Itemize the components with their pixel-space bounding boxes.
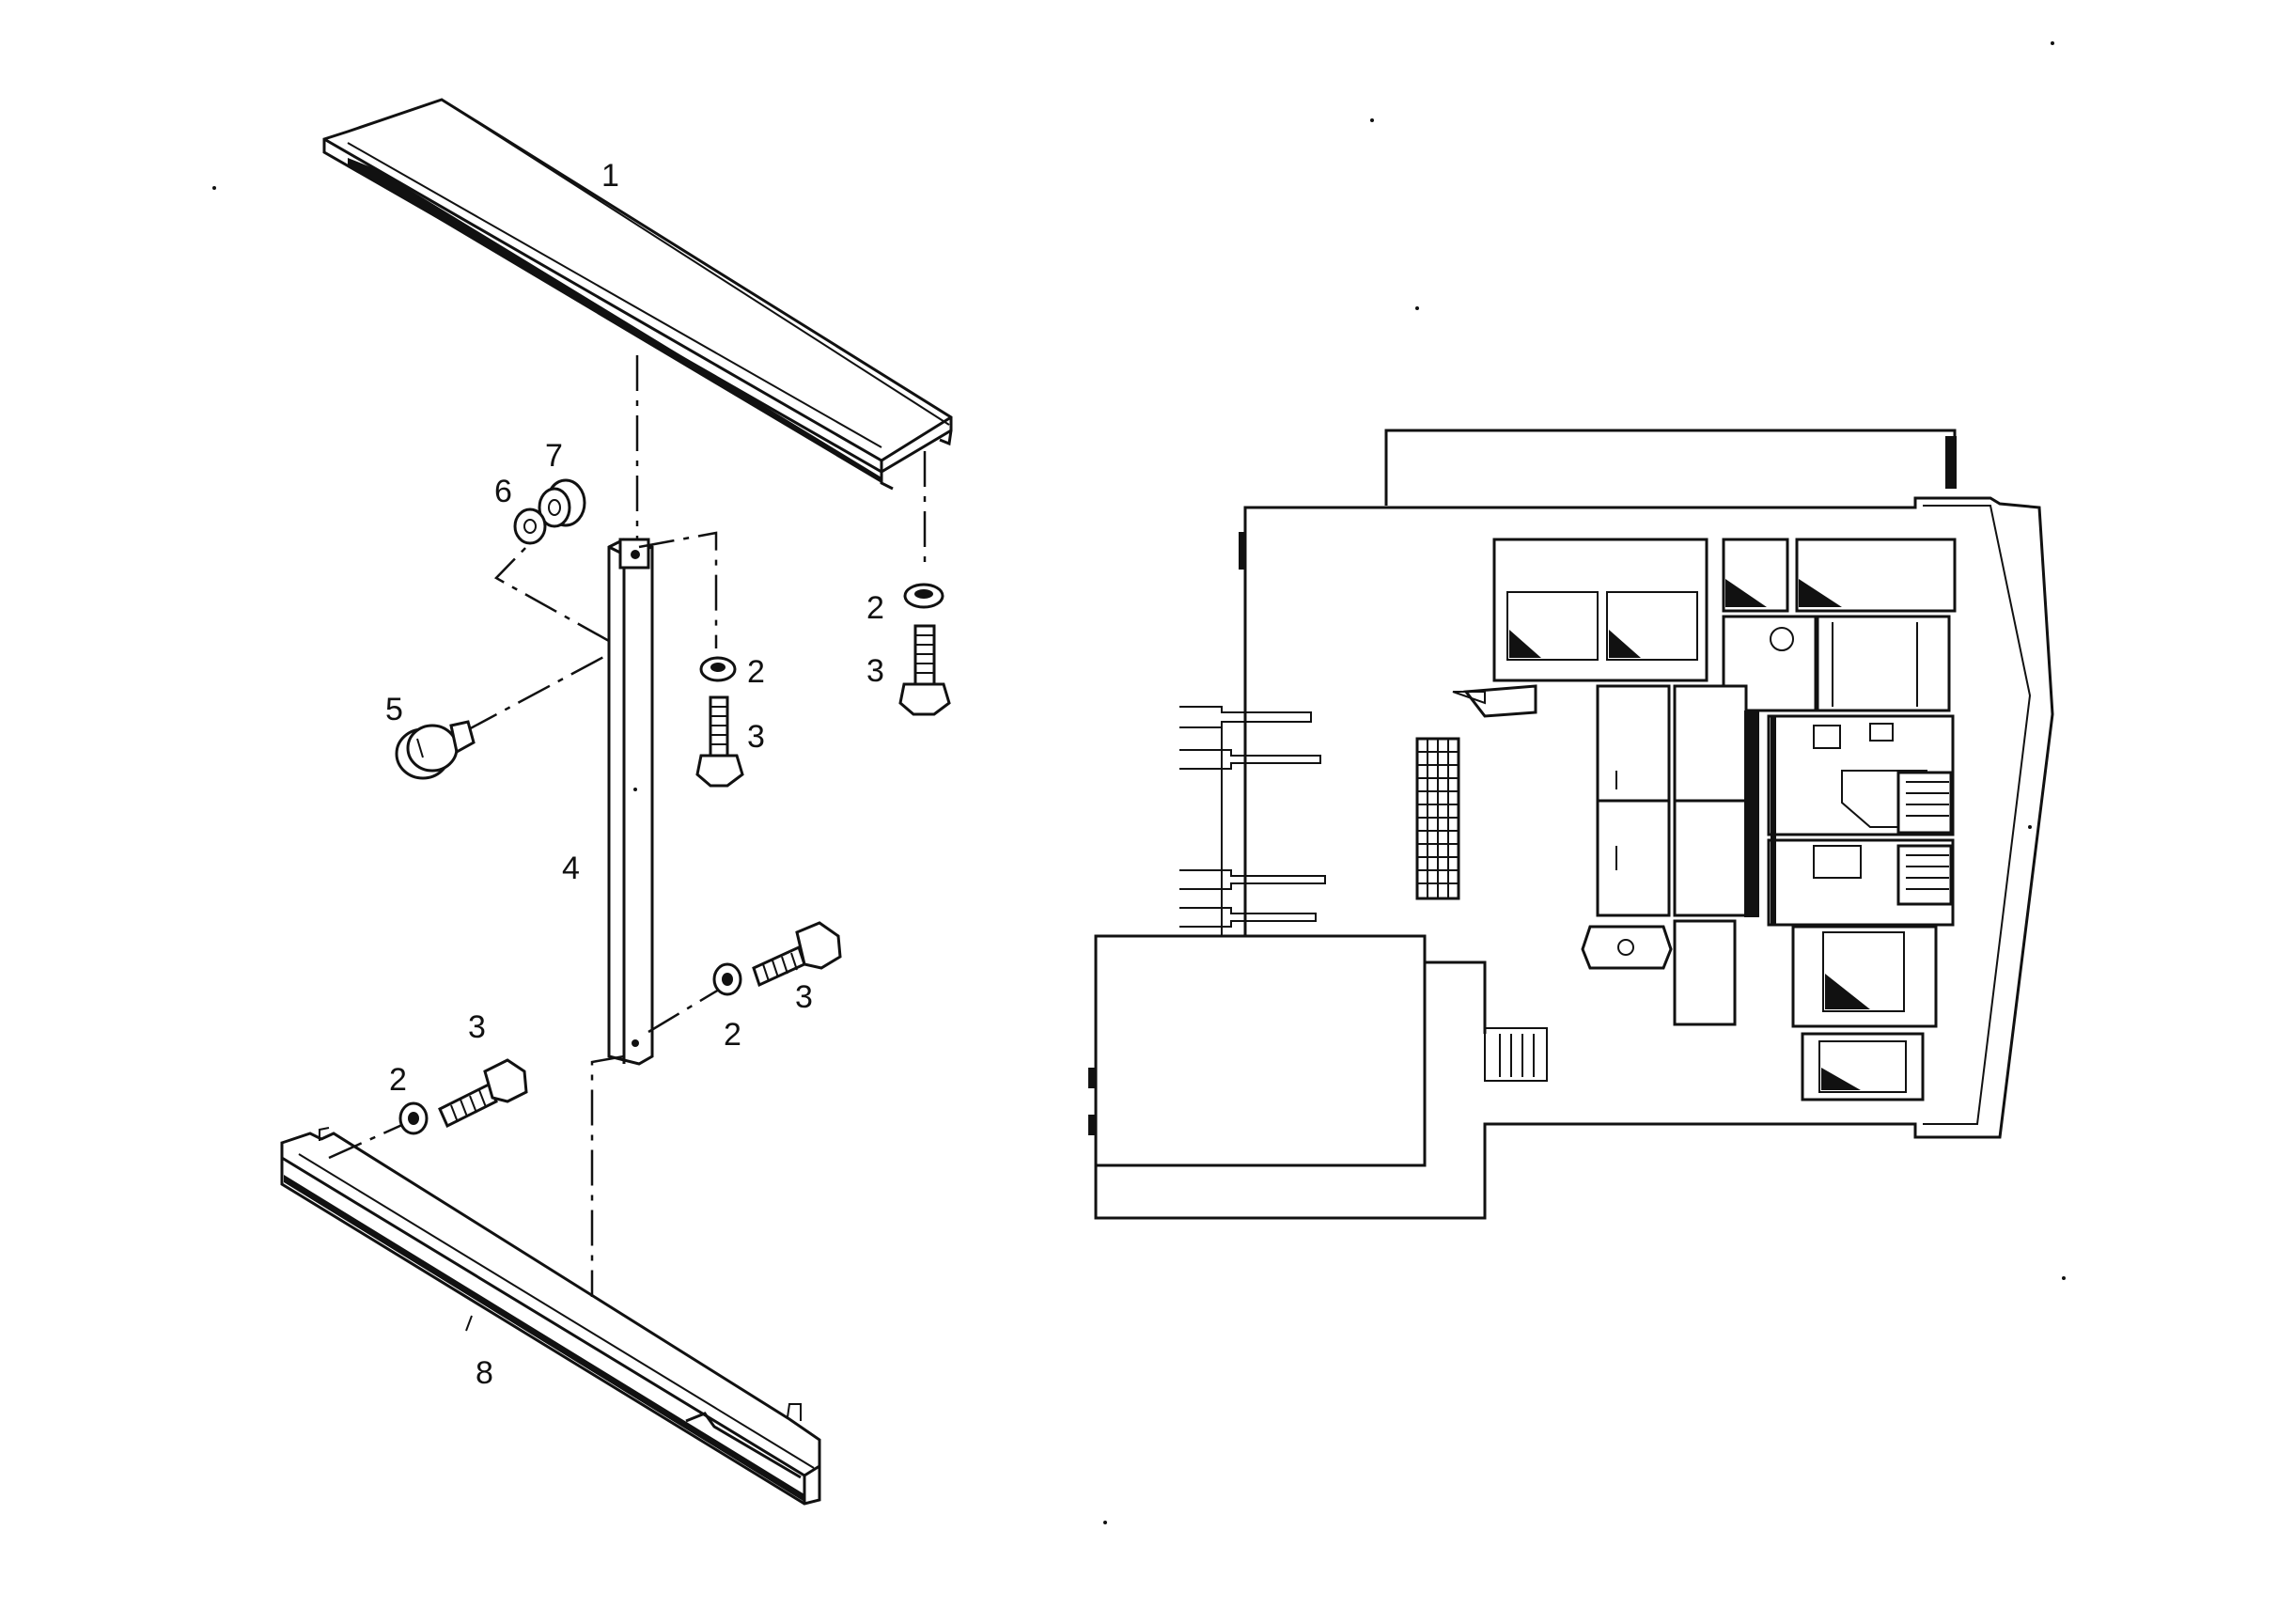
board-upper-left [1492,538,1708,682]
assembly-centerlines [328,355,927,1297]
bolt-assembly-bottom-left [398,1058,528,1135]
bolt-assembly-middle [695,656,744,788]
callout-2-middle: 2 [747,654,765,690]
thumb-screw-part-5 [395,720,476,780]
callout-2-bottom-left: 2 [389,1062,407,1098]
callout-3-bottom-left: 3 [468,1009,486,1045]
exploded-view: 1 7 6 2 3 2 3 5 4 3 2 3 2 8 [280,98,953,1506]
callout-2-upper-right: 2 [866,590,884,626]
bolt-assembly-upper-right [898,583,951,716]
callout-3-middle: 3 [747,719,765,755]
callout-8: 8 [476,1355,493,1391]
vertical-strap-part-4 [607,538,654,1066]
callout-3-upper-right: 3 [866,653,884,689]
top-rail-part-1 [322,98,953,491]
scan-specks [212,41,2066,1524]
grid-module [1415,737,1460,900]
cabinet-locator-view [1088,429,2054,1220]
edge-connectors [1179,532,1326,936]
bolt-assembly-lower [712,921,842,996]
callout-2-lower: 2 [724,1017,741,1053]
nut-part-7 [538,478,586,528]
bottom-rail-part-8 [280,1127,821,1506]
callout-7: 7 [545,438,563,474]
callout-5: 5 [385,692,403,727]
callout-6: 6 [494,474,512,509]
callout-4: 4 [562,851,580,886]
washer-part-6 [513,508,547,545]
callout-1: 1 [601,158,619,194]
callout-3-lower: 3 [795,979,813,1015]
